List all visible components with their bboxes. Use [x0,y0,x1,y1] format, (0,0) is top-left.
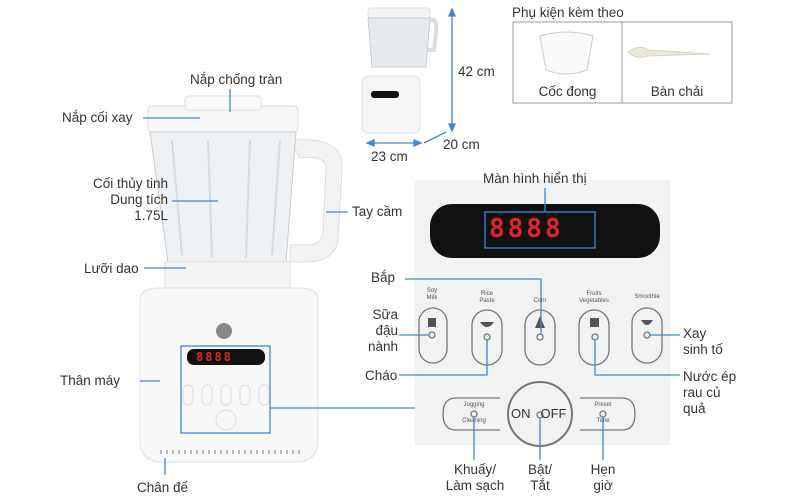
panel-display-value: 8888 [489,214,564,244]
label-timer: Hẹn giờ [580,462,626,494]
soy-caption-2: Milk [426,295,438,301]
dimension-arrows [365,7,456,147]
label-jar-line1: Cối thủy tinh [92,176,168,191]
label-soy-milk-line2: đậu [375,323,398,338]
preset-caption: Preset [594,402,612,408]
label-juice: Nước ép rau củ quả [683,369,736,417]
accessory-brush: Bàn chải [650,84,704,99]
body-display-value: 8888 [196,350,233,364]
label-on-off-line2: Tắt [530,478,550,493]
time-caption: Time [596,418,610,424]
label-on-off: Bật/ Tắt [515,462,565,494]
label-blade: Lưỡi dao [84,261,139,276]
label-stir-clean-line2: Làm sạch [445,478,505,493]
label-stir-clean: Khuấy/ Làm sạch [440,462,510,494]
label-soy-milk-line1: Sữa [372,307,398,322]
label-soy-milk-line3: nành [367,339,398,354]
accessories-box [512,21,733,104]
power-on-caption: ON [511,406,531,421]
fruits-caption-1: Fruits [586,291,602,297]
label-juice-line1: Nước ép [683,369,737,384]
label-smoothie-line1: Xay [683,326,707,341]
label-blender-lid: Nắp cối xay [62,110,133,125]
label-soy-milk: Sữa đậu nành [340,307,398,355]
panel-button-corn: Corn [520,298,560,305]
panel-button-smoothie: Smoothie [625,294,669,301]
dimension-height: 42 cm [458,64,495,79]
label-base: Chân đế [137,480,189,495]
label-jar-line2: Dung tích [110,192,168,207]
label-porridge: Cháo [365,368,398,383]
label-display: Màn hình hiển thị [483,171,587,186]
dimension-width: 23 cm [371,149,408,164]
soy-caption-1: Soy [426,288,438,294]
label-anti-overflow-lid: Nắp chống tràn [190,72,283,87]
jogging-caption: Jogging [463,402,485,408]
label-stir-clean-line1: Khuấy/ [453,462,497,477]
label-jar: Cối thủy tinh Dung tích 1.75L [40,176,168,224]
rice-caption-1: Rice [480,291,493,297]
cleaning-caption: Cleaning [462,418,486,424]
corn-caption: Corn [533,298,547,304]
label-juice-line3: quả [683,401,706,416]
label-on-off-line1: Bật/ [527,462,552,477]
leader-lines [140,89,680,475]
blender-illustration [139,95,343,463]
label-smoothie-line2: sinh tố [683,342,723,357]
label-corn: Bắp [371,270,396,285]
accessory-measuring-cup: Cốc đong [538,84,597,99]
panel-button-power: ON OFF [511,406,567,421]
dimension-depth: 20 cm [443,137,480,152]
power-off-caption: OFF [540,406,567,421]
label-smoothie: Xay sinh tố [683,326,723,358]
fruits-caption-2: Vegetables [579,298,609,304]
label-timer-line2: giờ [593,478,613,493]
rice-caption-2: Paste [479,298,495,304]
label-handle: Tay cầm [352,204,403,219]
label-timer-line1: Hẹn [590,462,616,477]
control-panel-illustration [415,180,670,447]
accessories-title: Phụ kiện kèm theo [512,5,624,20]
label-juice-line2: rau củ [683,385,721,400]
smoothie-caption: Smoothie [634,294,660,300]
label-jar-line3: 1.75L [134,208,168,223]
label-body: Thân máy [60,373,121,388]
small-blender-illustration [361,7,439,134]
